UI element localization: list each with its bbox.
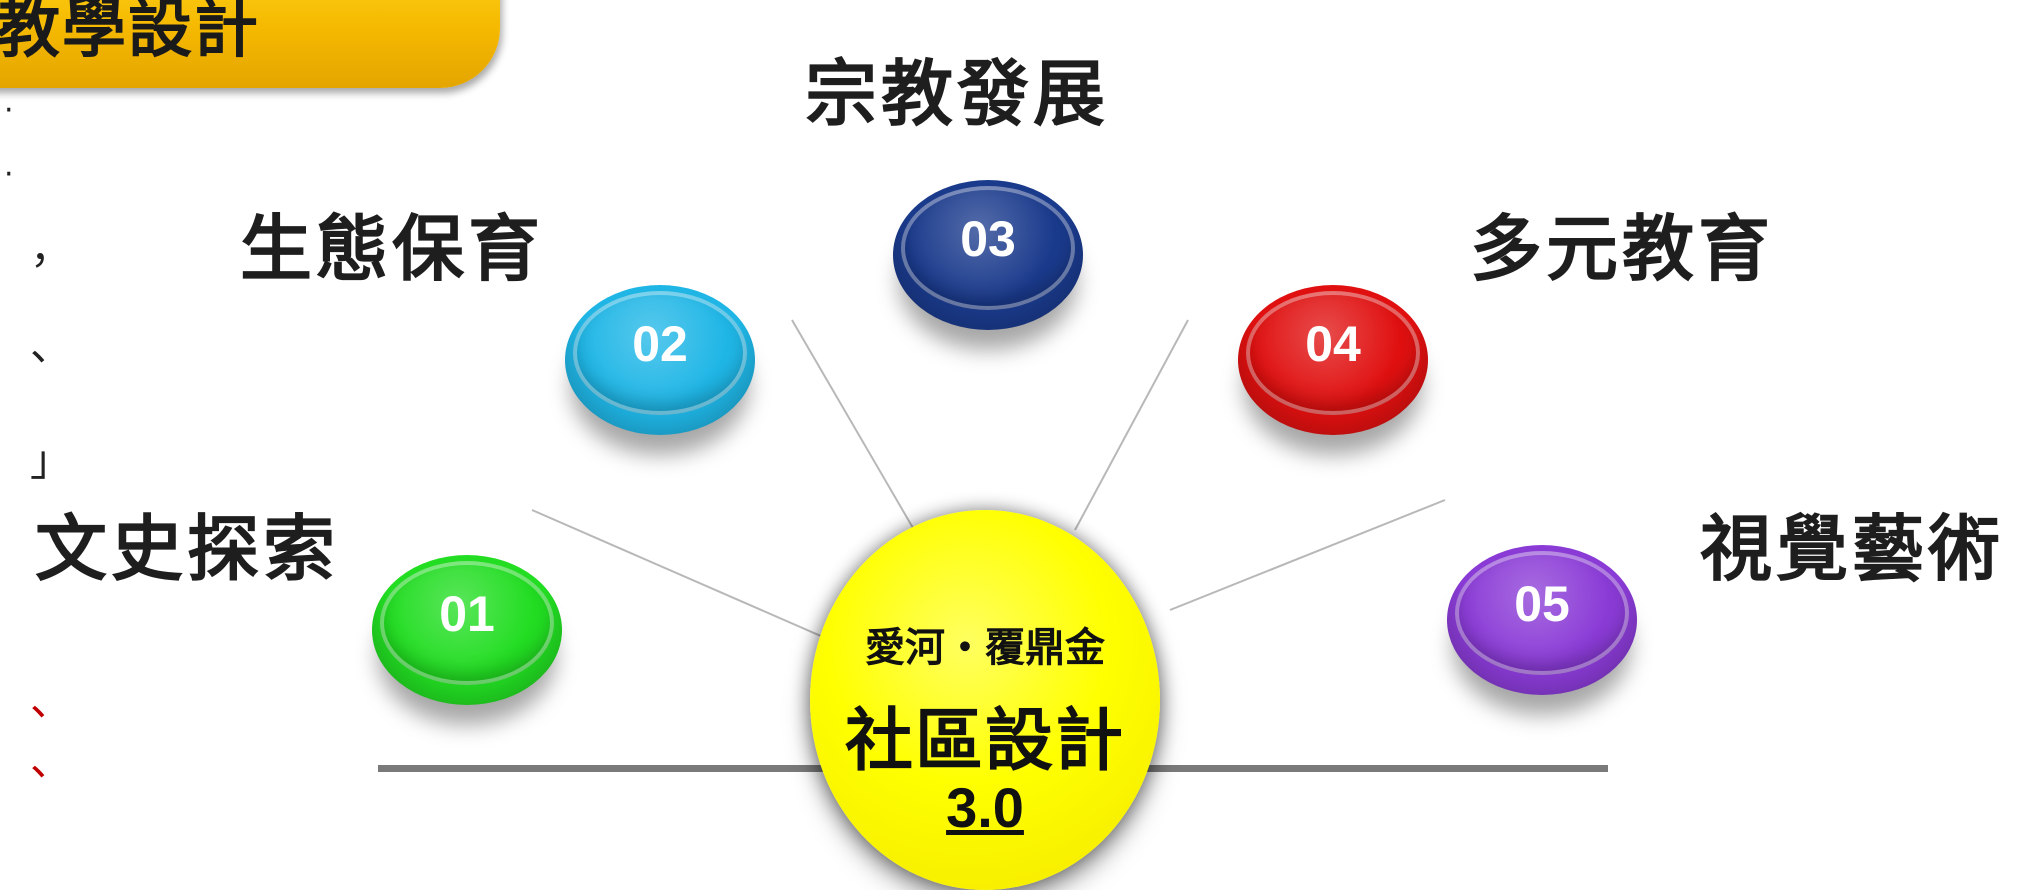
page-title: 教學設計 [0, 0, 260, 67]
topic-label-03: 宗教發展 [805, 52, 1110, 136]
topic-button-01: 01 [372, 555, 562, 705]
center-circle [810, 510, 1160, 890]
button-number: 01 [439, 586, 495, 642]
topic-button-03: 03 [893, 180, 1083, 330]
topic-label-01: 文史探索 [35, 507, 340, 591]
button-face [901, 186, 1075, 310]
edge-mark: ， [30, 224, 73, 273]
title-tab [0, 0, 500, 88]
edge-mark: 、 [30, 676, 73, 725]
topic-label-02: 生態保育 [240, 207, 545, 291]
connector-line [1169, 499, 1446, 611]
button-number: 02 [632, 316, 688, 372]
button-face [1455, 551, 1629, 675]
topic-button-05: 05 [1447, 545, 1637, 695]
button-number: 05 [1514, 576, 1570, 632]
connector-line [1074, 319, 1189, 531]
edge-mark: 、 [30, 321, 73, 370]
button-number: 03 [960, 211, 1016, 267]
topic-label-04: 多元教育 [1470, 207, 1775, 291]
button-face [573, 291, 747, 415]
connector-line [531, 509, 831, 641]
button-number: 04 [1305, 316, 1361, 372]
center-version: 3.0 [946, 776, 1024, 839]
edge-mark: 、 [30, 736, 73, 785]
center-title: 社區設計 [844, 702, 1125, 781]
button-face [380, 561, 554, 685]
connector-line [791, 319, 921, 541]
topic-label-05: 視覺藝術 [1700, 507, 2005, 591]
topic-button-02: 02 [565, 285, 755, 435]
topic-button-04: 04 [1238, 285, 1428, 435]
edge-tick: · [4, 93, 14, 128]
edge-mark: 」 [30, 436, 73, 485]
button-face [1246, 291, 1420, 415]
edge-tick: · [4, 157, 14, 192]
center-subtitle: 愛河・覆鼎金 [865, 625, 1105, 671]
